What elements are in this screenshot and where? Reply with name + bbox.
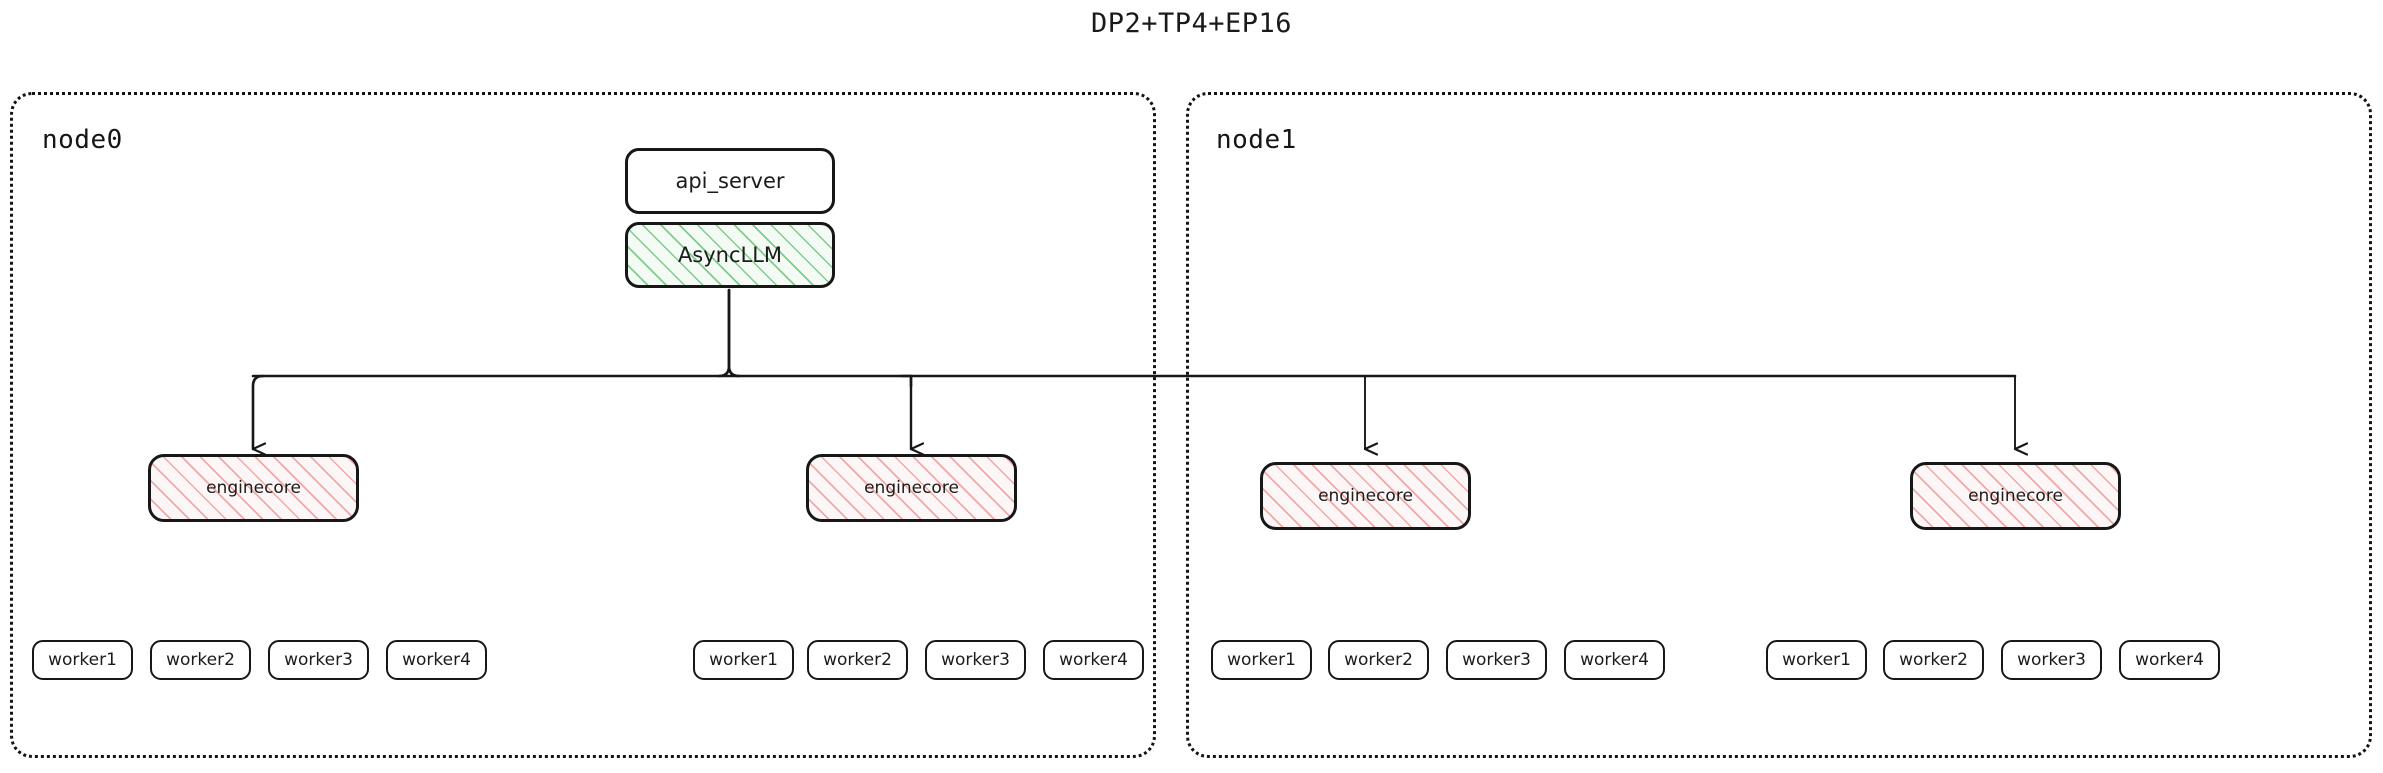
node-label-node1: node1 [1216, 125, 1297, 155]
worker-label: worker2 [166, 650, 235, 670]
worker-label: worker3 [1462, 650, 1531, 670]
worker-box[interactable]: worker1 [1211, 640, 1312, 680]
worker-box[interactable]: worker1 [693, 640, 794, 680]
worker-box[interactable]: worker3 [268, 640, 369, 680]
page-title: DP2+TP4+EP16 [1090, 8, 1293, 39]
worker-label: worker4 [1059, 650, 1128, 670]
api-server-box[interactable]: api_server [625, 148, 835, 214]
worker-box[interactable]: worker3 [925, 640, 1026, 680]
enginecore-box-1[interactable]: enginecore [806, 454, 1017, 522]
enginecore-label: enginecore [206, 478, 301, 498]
enginecore-box-0[interactable]: enginecore [148, 454, 359, 522]
worker-box[interactable]: worker3 [1446, 640, 1547, 680]
worker-box[interactable]: worker4 [386, 640, 487, 680]
enginecore-label: enginecore [1968, 486, 2063, 506]
worker-box[interactable]: worker2 [150, 640, 251, 680]
worker-label: worker3 [284, 650, 353, 670]
node-container-node1 [1186, 92, 2372, 758]
worker-box[interactable]: worker4 [2119, 640, 2220, 680]
node-label-node0: node0 [42, 125, 123, 155]
enginecore-label: enginecore [1318, 486, 1413, 506]
node-container-node0 [10, 92, 1156, 758]
worker-label: worker3 [2017, 650, 2086, 670]
worker-box[interactable]: worker1 [1766, 640, 1867, 680]
worker-label: worker2 [823, 650, 892, 670]
worker-label: worker4 [402, 650, 471, 670]
worker-label: worker3 [941, 650, 1010, 670]
enginecore-box-3[interactable]: enginecore [1910, 462, 2121, 530]
async-llm-box[interactable]: AsyncLLM [625, 222, 835, 288]
worker-box[interactable]: worker2 [1328, 640, 1429, 680]
worker-box[interactable]: worker4 [1043, 640, 1144, 680]
worker-box[interactable]: worker1 [32, 640, 133, 680]
api-server-label: api_server [675, 169, 785, 193]
worker-box[interactable]: worker4 [1564, 640, 1665, 680]
worker-box[interactable]: worker3 [2001, 640, 2102, 680]
worker-label: worker2 [1899, 650, 1968, 670]
worker-label: worker1 [48, 650, 117, 670]
worker-label: worker2 [1344, 650, 1413, 670]
enginecore-box-2[interactable]: enginecore [1260, 462, 1471, 530]
worker-box[interactable]: worker2 [807, 640, 908, 680]
worker-label: worker1 [709, 650, 778, 670]
worker-label: worker1 [1782, 650, 1851, 670]
worker-label: worker4 [1580, 650, 1649, 670]
worker-label: worker1 [1227, 650, 1296, 670]
worker-box[interactable]: worker2 [1883, 640, 1984, 680]
worker-label: worker4 [2135, 650, 2204, 670]
enginecore-label: enginecore [864, 478, 959, 498]
async-llm-label: AsyncLLM [677, 243, 783, 267]
